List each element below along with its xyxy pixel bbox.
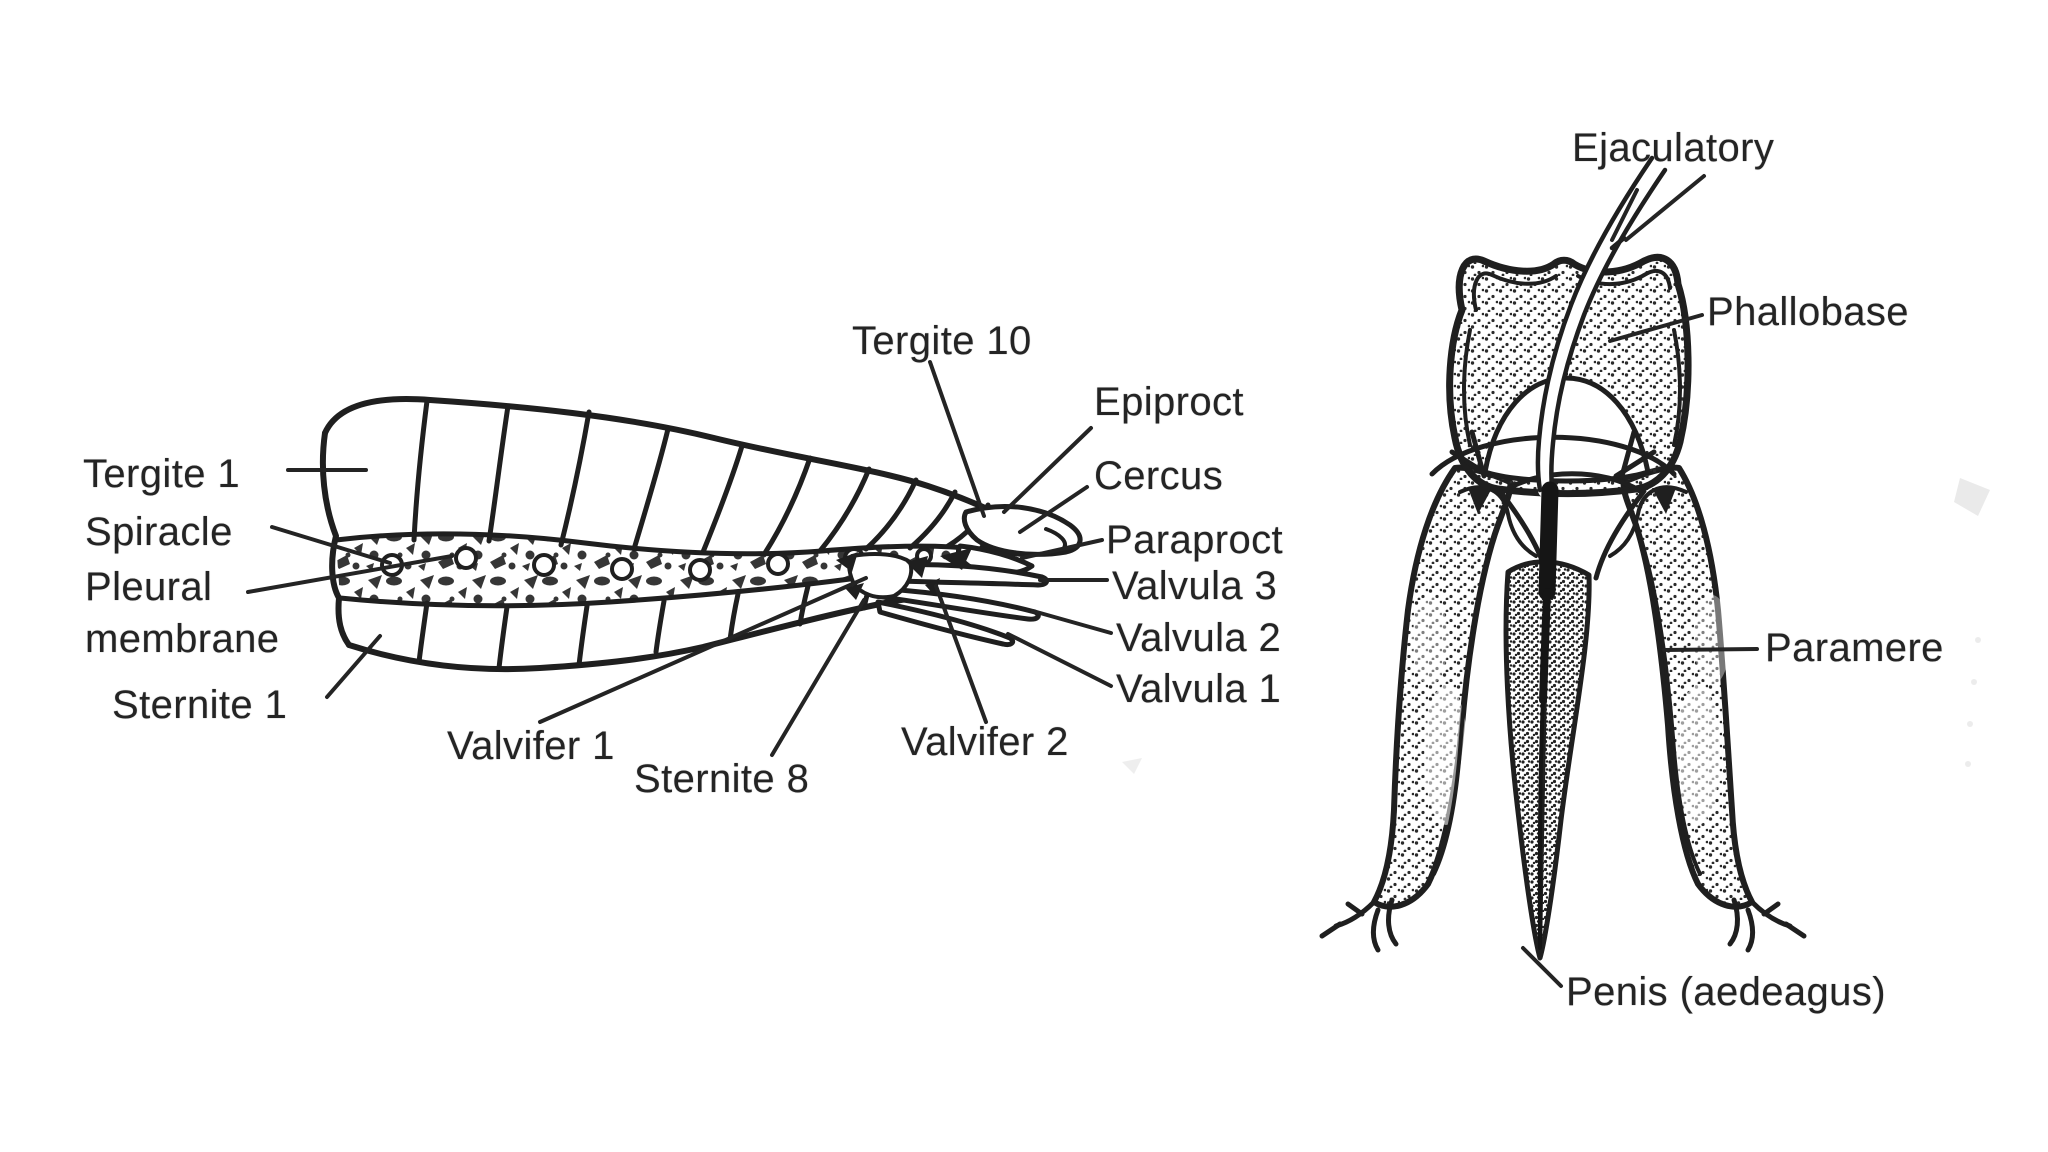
- leader-ejaculatory-a: [1610, 188, 1639, 242]
- ejaculatory-duct-core: [1537, 481, 1559, 950]
- label-phallobase: Phallobase: [1707, 290, 1909, 334]
- leader-phallobase: [1608, 313, 1704, 343]
- leader-sternite-8: [770, 598, 866, 757]
- leader-valvifer-2: [934, 584, 988, 724]
- leader-paramere: [1662, 647, 1759, 652]
- leader-paraproct: [1020, 538, 1104, 560]
- leader-ejaculatory-b: [1624, 174, 1706, 242]
- leader-valvifer-1: [538, 576, 868, 724]
- label-spiracle: Spiracle: [85, 510, 233, 554]
- phallobase-white-arch: [1482, 375, 1651, 484]
- penis-shape: [1503, 559, 1592, 961]
- label-valvifer-2: Valvifer 2: [901, 720, 1069, 764]
- label-sternite-1: Sternite 1: [112, 683, 288, 727]
- label-valvula-3: Valvula 3: [1112, 564, 1278, 608]
- leader-pleural-membrane: [246, 554, 454, 594]
- abdomen-top-contour: [322, 396, 1029, 531]
- leader-cercus: [1018, 485, 1089, 534]
- ring-dark-wedges: [1468, 488, 1676, 514]
- leader-valvula-1: [1006, 632, 1113, 688]
- label-tergite-10: Tergite 10: [852, 319, 1032, 363]
- label-epiproct: Epiproct: [1094, 380, 1244, 424]
- label-tergite-1: Tergite 1: [83, 452, 241, 496]
- leader-valvula-2: [1031, 609, 1113, 635]
- label-valvifer-1: Valvifer 1: [447, 724, 615, 768]
- label-cercus: Cercus: [1094, 454, 1224, 498]
- abdomen-front-edge: [319, 430, 352, 648]
- label-valvula-2: Valvula 2: [1116, 616, 1282, 660]
- abdomen-leader-lines: [246, 360, 1113, 757]
- valvula1-shape: [875, 599, 1016, 647]
- leader-epiproct: [1002, 426, 1093, 514]
- label-valvula-1: Valvula 1: [1116, 667, 1282, 711]
- right-paramere-shape: [1620, 464, 1755, 910]
- label-paraproct: Paraproct: [1106, 518, 1284, 562]
- label-ejaculatory: Ejaculatory: [1572, 126, 1775, 170]
- paramere-inner-lines: [1432, 485, 1702, 876]
- scan-artifacts: [1122, 478, 1990, 774]
- label-sternite-8: Sternite 8: [634, 757, 810, 801]
- ejaculatory-duct: [1535, 155, 1668, 493]
- leader-spiracle: [270, 525, 392, 565]
- label-pleural-membrane: Pleural membrane: [85, 565, 280, 661]
- valvula2-shape: [871, 585, 1041, 622]
- abdomen-drawing: [246, 360, 1113, 757]
- pleural-band-top-line: [333, 531, 1029, 558]
- valvifer1-sclerite: [847, 552, 914, 600]
- leader-sternite-1: [325, 634, 382, 699]
- genitalia-drawing: [1319, 155, 1807, 988]
- paramere-claws: [1319, 897, 1807, 953]
- genitalia-leader-lines: [1521, 174, 1759, 988]
- leader-tergite-10: [928, 360, 986, 518]
- terminalia: [836, 504, 1083, 647]
- tergite-dividers: [411, 398, 1017, 556]
- label-paramere: Paramere: [1765, 626, 1944, 670]
- label-penis-aedeagus: Penis (aedeagus): [1566, 970, 1886, 1014]
- leader-penis: [1521, 946, 1563, 988]
